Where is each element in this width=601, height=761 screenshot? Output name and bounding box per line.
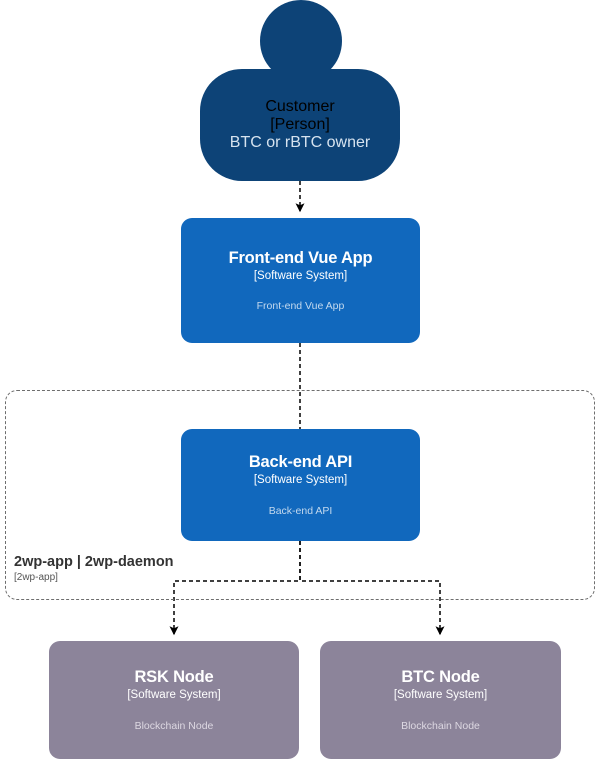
- node-customer[interactable]: Customer [Person] BTC or rBTC owner: [200, 0, 400, 181]
- node-backend-api[interactable]: Back-end API [Software System] Back-end …: [181, 429, 420, 541]
- node-frontend-vue-app[interactable]: Front-end Vue App [Software System] Fron…: [181, 218, 420, 343]
- boundary-label: 2wp-app | 2wp-daemon [2wp-app]: [14, 554, 314, 583]
- node-btc-node[interactable]: BTC Node [Software System] Blockchain No…: [320, 641, 561, 759]
- frontend-type: [Software System]: [253, 269, 348, 282]
- boundary-2wp-app: [5, 390, 595, 600]
- frontend-title: Front-end Vue App: [228, 248, 373, 267]
- rsk-node-description: Blockchain Node: [134, 719, 214, 732]
- frontend-description: Front-end Vue App: [256, 300, 345, 313]
- customer-body: Customer [Person] BTC or rBTC owner: [200, 69, 400, 181]
- boundary-title: 2wp-app | 2wp-daemon: [14, 554, 174, 570]
- btc-node-title: BTC Node: [401, 668, 480, 687]
- rsk-node-type: [Software System]: [127, 689, 221, 702]
- rsk-node-title: RSK Node: [134, 668, 214, 687]
- btc-node-description: Blockchain Node: [401, 719, 480, 732]
- customer-type: [Person]: [270, 116, 330, 133]
- node-rsk-node[interactable]: RSK Node [Software System] Blockchain No…: [49, 641, 299, 759]
- customer-head-icon: [260, 0, 342, 82]
- customer-description: BTC or rBTC owner: [229, 134, 371, 151]
- backend-title: Back-end API: [248, 453, 353, 472]
- backend-description: Back-end API: [268, 504, 333, 517]
- btc-node-type: [Software System]: [393, 689, 488, 702]
- customer-title: Customer: [265, 98, 335, 115]
- boundary-type: [2wp-app]: [14, 572, 58, 583]
- backend-type: [Software System]: [253, 474, 348, 487]
